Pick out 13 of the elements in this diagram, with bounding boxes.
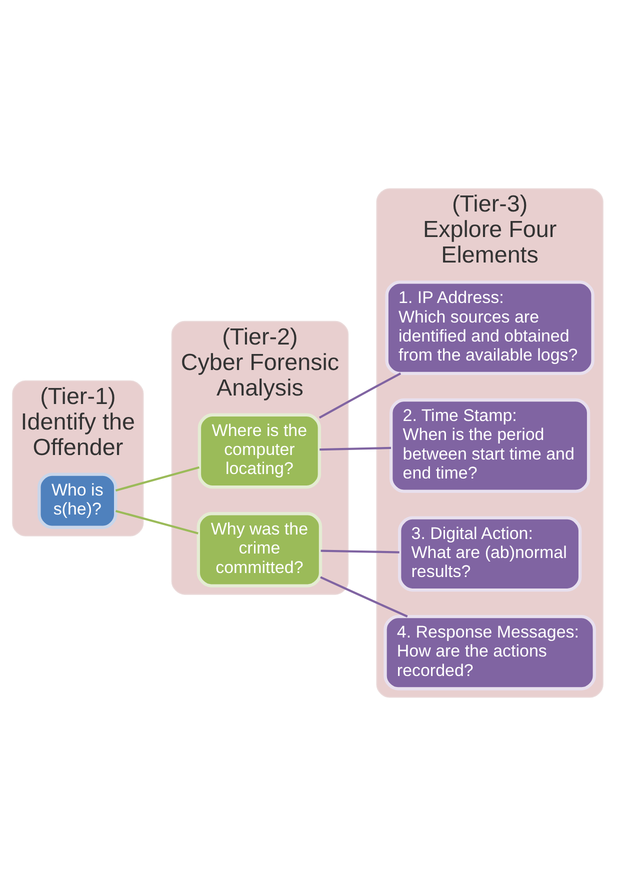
- node-box: 2. Time Stamp: When is the period between start time and end time?: [390, 398, 590, 492]
- connector: [115, 466, 200, 492]
- node-box: Where is the computer locating?: [198, 412, 322, 488]
- connector: [115, 509, 198, 534]
- node-box: Why was the crime committed?: [196, 512, 322, 587]
- connector: [320, 576, 408, 617]
- node-box: 4. Response Messages: How are the actions recorded?: [384, 614, 596, 690]
- connector: [320, 446, 392, 450]
- node-box: 3. Digital Action: What are (ab)normal results?: [398, 516, 582, 592]
- connector: [318, 372, 402, 418]
- connector: [320, 549, 400, 553]
- node-box: 1. IP Address: Which sources are identified and obtained from the available logs?: [385, 280, 594, 375]
- node-box: Who is s(he)?: [38, 472, 118, 528]
